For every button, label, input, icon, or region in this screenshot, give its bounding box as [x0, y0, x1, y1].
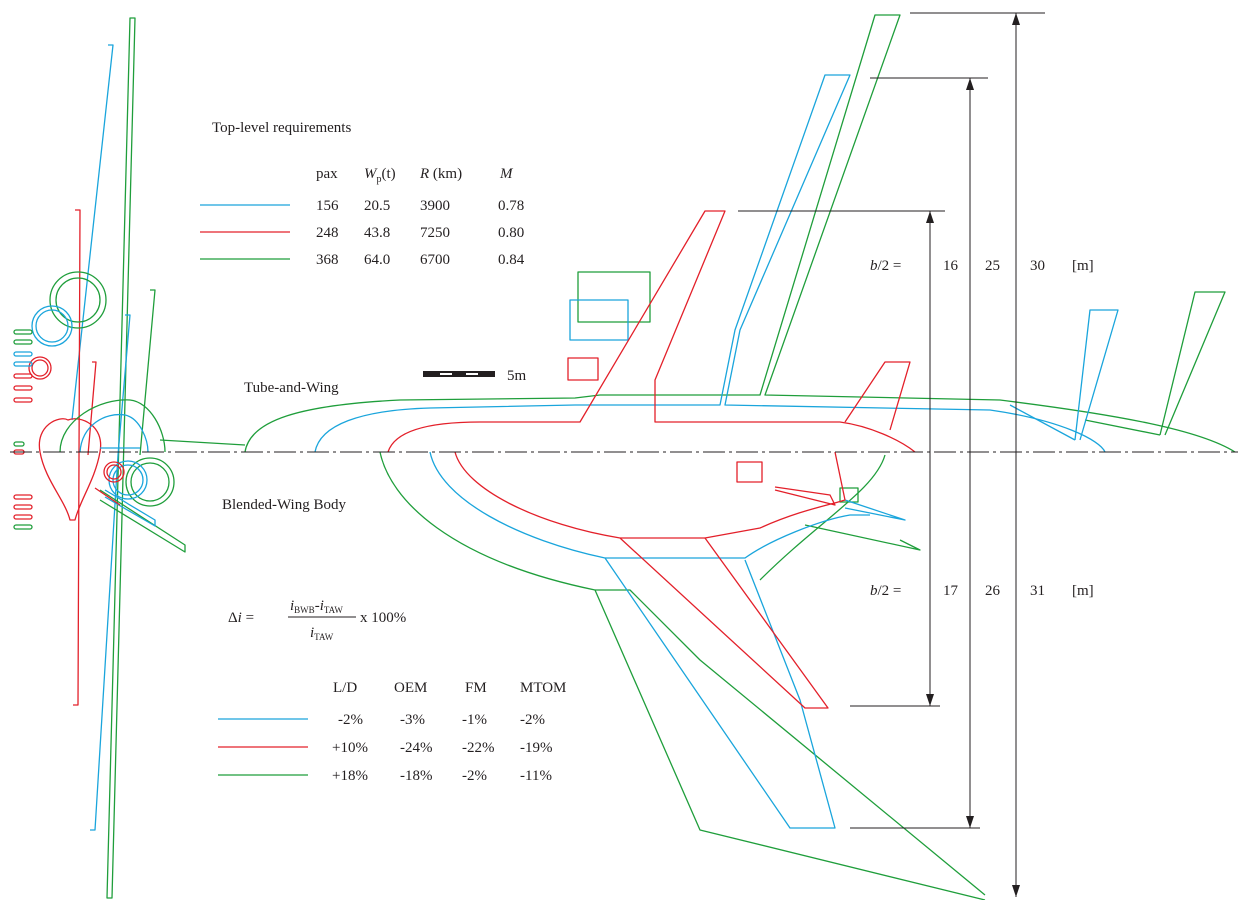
delta-cell: -3% — [400, 712, 425, 728]
scale-bar: 5m — [423, 368, 527, 384]
req-cell-pax: 156 — [316, 198, 339, 214]
delta-cell: -22% — [462, 740, 495, 756]
svg-text:b/2 =: b/2 = — [870, 258, 901, 274]
delta-cell: +18% — [332, 768, 368, 784]
header-m: M — [499, 166, 514, 182]
span-dimensions — [738, 12, 1045, 897]
bwb-green-planform — [379, 451, 986, 900]
delta-header: FM — [465, 680, 487, 696]
front-views — [13, 17, 246, 899]
delta-cell: -2% — [520, 712, 545, 728]
taw-label: Tube-and-Wing — [244, 380, 339, 396]
req-cell-m: 0.84 — [498, 252, 525, 268]
delta-header: OEM — [394, 680, 427, 696]
svg-text:x 100%: x 100% — [360, 610, 406, 626]
svg-text:Δi =: Δi = — [228, 610, 254, 626]
svg-text:25: 25 — [985, 258, 1000, 274]
header-wp: Wp(t) — [364, 166, 396, 185]
requirements-headers: pax Wp(t) R (km) M — [316, 166, 514, 185]
taw-red-planform — [387, 210, 916, 453]
header-r: R (km) — [419, 166, 462, 182]
span-labels-taw: b/2 = 16 25 30 [m] — [870, 258, 1094, 274]
svg-text:b/2 =: b/2 = — [870, 583, 901, 599]
req-cell-pax: 368 — [316, 252, 339, 268]
front-view-ticks — [13, 329, 33, 530]
req-cell-m: 0.78 — [498, 198, 524, 214]
svg-text:16: 16 — [943, 258, 959, 274]
delta-cell: -18% — [400, 768, 433, 784]
delta-cell: -2% — [462, 768, 487, 784]
req-cell-r: 7250 — [420, 225, 450, 241]
req-cell-m: 0.80 — [498, 225, 524, 241]
delta-cell: -1% — [462, 712, 487, 728]
delta-cell: -11% — [520, 768, 552, 784]
bwb-label: Blended-Wing Body — [222, 497, 346, 513]
svg-text:iBWB-iTAW: iBWB-iTAW — [290, 598, 343, 615]
req-cell-wp: 64.0 — [364, 252, 390, 268]
delta-cell: -2% — [338, 712, 363, 728]
svg-text:[m]: [m] — [1072, 258, 1094, 274]
svg-text:iTAW: iTAW — [310, 625, 334, 642]
span-labels-bwb: b/2 = 17 26 31 [m] — [870, 583, 1094, 599]
delta-formula: Δi = iBWB-iTAW iTAW x 100% — [228, 598, 406, 642]
delta-headers: L/D OEM FM MTOM — [333, 680, 566, 696]
req-cell-wp: 43.8 — [364, 225, 390, 241]
taw-blue-planform — [314, 74, 1119, 453]
bwb-red-planform — [454, 451, 846, 709]
scale-bar-label: 5m — [507, 368, 527, 384]
req-cell-wp: 20.5 — [364, 198, 390, 214]
req-cell-r: 3900 — [420, 198, 450, 214]
svg-text:[m]: [m] — [1072, 583, 1094, 599]
requirements-title: Top-level requirements — [212, 120, 351, 136]
req-cell-r: 6700 — [420, 252, 450, 268]
taw-green-planform — [244, 14, 1236, 453]
svg-text:26: 26 — [985, 583, 1001, 599]
bwb-blue-planform — [429, 451, 906, 829]
svg-text:31: 31 — [1030, 583, 1045, 599]
delta-cell: -24% — [400, 740, 433, 756]
delta-rows: -2% -3% -1% -2% +10% -24% -22% -19% +18% -18% -2% -… — [218, 712, 553, 784]
delta-cell: +10% — [332, 740, 368, 756]
requirements-rows: 156 20.5 3900 0.78 248 43.8 7250 0.80 368 64.0 670… — [200, 198, 525, 268]
delta-header: MTOM — [520, 680, 566, 696]
svg-text:17: 17 — [943, 583, 959, 599]
svg-text:30: 30 — [1030, 258, 1045, 274]
delta-header: L/D — [333, 680, 357, 696]
delta-cell: -19% — [520, 740, 553, 756]
header-pax: pax — [316, 166, 338, 182]
req-cell-pax: 248 — [316, 225, 339, 241]
